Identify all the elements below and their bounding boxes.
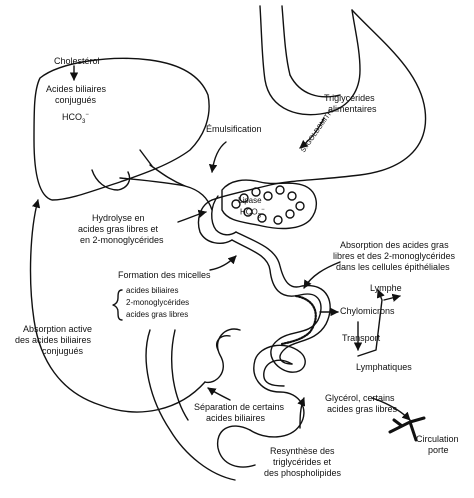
duodenum	[197, 199, 233, 244]
label-absorption-3: dans les cellules épithéliales	[336, 262, 450, 272]
arrow-separation	[207, 387, 231, 401]
label-chylomicrons: Chylomicrons	[340, 306, 395, 316]
pancreas	[221, 179, 317, 230]
arrow-trig	[299, 117, 325, 149]
label-bile-acids-1: Acides biliaires	[46, 84, 107, 94]
label-resynthesis-1: Resynthèse des	[270, 446, 335, 456]
arrow-micelles	[209, 255, 237, 271]
label-glycerol-1: Glycérol, certains	[325, 393, 395, 403]
label-separation-1: Séparation de certains	[194, 402, 285, 412]
label-glycerol-2: acides gras libres	[327, 404, 398, 414]
label-trig-1: Triglycérides	[324, 93, 375, 103]
intestine-outer	[231, 239, 322, 373]
label-cholesterol: Cholestérol	[54, 56, 100, 66]
label-hco3-liver: HCO3−	[62, 112, 89, 125]
villi-segment	[280, 294, 317, 346]
bile-duct	[119, 177, 213, 211]
portal-vein	[388, 416, 426, 442]
label-separation-2: acides biliaires	[206, 413, 266, 423]
label-active-absorption-3: conjugués	[42, 346, 84, 356]
label-emulsification: Émulsification	[206, 124, 262, 134]
label-micelle-item-3: acides gras libres	[126, 310, 189, 319]
label-absorption-1: Absorption des acides gras	[340, 240, 449, 250]
label-absorption-2: libres et des 2-monoglycérides	[333, 251, 456, 261]
label-resynthesis-2: triglycérides et	[273, 457, 332, 467]
label-portal-2: porte	[428, 445, 449, 455]
label-lipase: Lipase	[238, 196, 262, 205]
label-active-absorption-1: Absorption active	[23, 324, 93, 334]
label-micelle-item-1: acides biliaires	[126, 286, 179, 295]
label-micelles: Formation des micelles	[118, 270, 211, 280]
label-micelle-item-2: 2-monoglycérides	[126, 298, 190, 307]
label-transport: Transport	[342, 333, 381, 343]
label-hydrolyse-1: Hydrolyse en	[92, 213, 145, 223]
label-bile-acids-2: conjugués	[55, 95, 97, 105]
arrow-emulsification	[208, 141, 227, 173]
label-hydrolyse-2: acides gras libres et	[78, 224, 159, 234]
label-lymphatiques: Lymphatiques	[356, 362, 412, 372]
label-resynthesis-3: des phospholipides	[264, 468, 342, 478]
enterohepatic-loop	[29, 199, 206, 413]
arrow-glycerol	[371, 397, 411, 421]
arrow-absorption	[303, 261, 341, 289]
label-active-absorption-2: des acides biliaires	[15, 335, 92, 345]
arrow-hydrolyse	[177, 209, 207, 223]
label-lymphe: Lymphe	[370, 283, 402, 293]
label-trig-2: alimentaires	[328, 104, 377, 114]
stomach	[259, 5, 361, 116]
liver-outline	[33, 57, 210, 201]
arrow-resynthese	[297, 397, 306, 429]
label-hco3-pancreas: HCO3−	[240, 207, 265, 220]
intestine-inner	[235, 231, 331, 365]
label-portal-1: Circulation	[416, 434, 459, 444]
label-hydrolyse-3: en 2-monoglycérides	[80, 235, 164, 245]
micelle-brace	[112, 289, 123, 321]
